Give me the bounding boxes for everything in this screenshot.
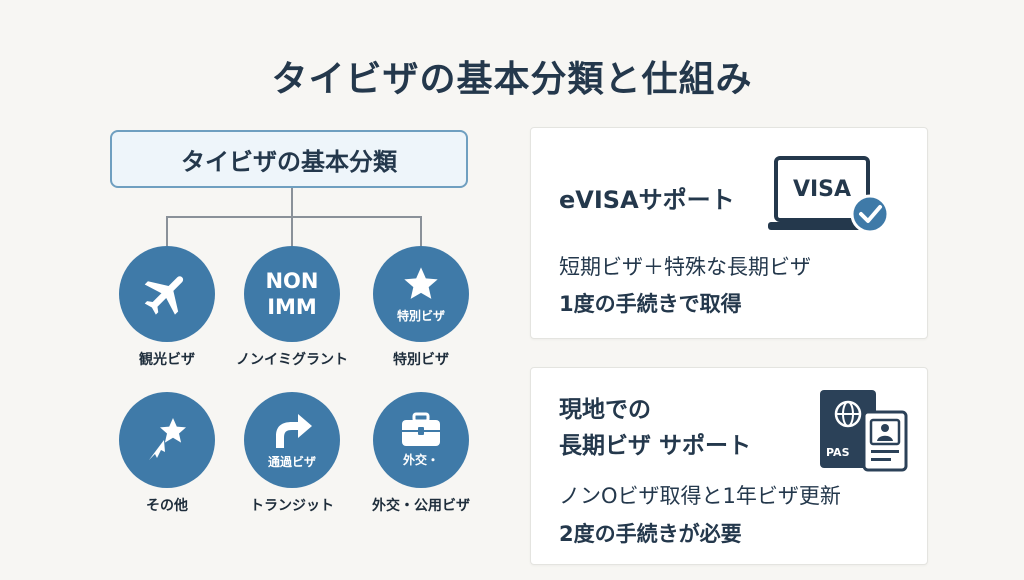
node-circle: 特別ビザ (373, 246, 469, 342)
icon-caption: 特別ビザ (396, 309, 445, 323)
card-title: eVISAサポート (559, 186, 735, 214)
node-tourist-visa: 観光ビザ (97, 246, 237, 369)
root-category-box: タイビザの基本分類 (110, 130, 468, 188)
card-title-line-2: 長期ビザ サポート (559, 433, 752, 459)
node-circle: NON IMM (244, 246, 340, 342)
node-label: その他 (146, 498, 188, 514)
card-line-1: ノンOビザ取得と1年ビザ更新 (559, 484, 841, 508)
airplane-icon (144, 276, 184, 315)
arrow-turn-icon (276, 414, 312, 448)
node-circle (119, 392, 215, 488)
non-imm-text: NON IMM (265, 269, 319, 319)
card-line-2: 1度の手続きで取得 (559, 292, 742, 316)
node-transit: 通過ビザ トランジット (222, 392, 362, 515)
node-label: 特別ビザ (393, 352, 449, 368)
node-other: その他 (97, 392, 237, 515)
card-title-line-1: 現地での (559, 397, 651, 423)
passport-icon: PAS (820, 390, 908, 472)
node-circle: 通過ビザ (244, 392, 340, 488)
shooting-star-icon (149, 418, 186, 460)
card-line-1: 短期ビザ＋特殊な長期ビザ (559, 255, 811, 279)
node-label: 観光ビザ (139, 352, 195, 368)
node-circle (119, 246, 215, 342)
node-label: 外交・公用ビザ (372, 498, 470, 514)
passport-text: PAS (826, 446, 850, 459)
node-non-immigrant: NON IMM ノンイミグラント (222, 246, 362, 369)
laptop-visa-icon: VISA (768, 156, 890, 234)
icon-caption: 通過ビザ (267, 455, 316, 469)
node-label: トランジット (250, 498, 334, 514)
card-line-2: 2度の手続きが必要 (559, 522, 742, 546)
tree-connectors (166, 188, 422, 246)
laptop-screen-text: VISA (793, 177, 851, 202)
classification-tree: タイビザの基本分類 観光ビザ NON IMM ノンイミグラント 特別ビザ 特別ビ… (97, 130, 491, 515)
evisa-support-card: eVISAサポート VISA 短期ビザ＋特殊な長期ビザ 1度の手続きで取得 (530, 127, 928, 339)
briefcase-icon (402, 412, 440, 446)
node-special-visa: 特別ビザ 特別ビザ (351, 246, 491, 369)
main-title: タイビザの基本分類と仕組み (271, 59, 753, 100)
icon-caption: 外交・ (402, 453, 439, 467)
card-title: 現地での 長期ビザ サポート (559, 392, 751, 464)
node-circle: 外交・ (373, 392, 469, 488)
node-diplomatic-visa: 外交・ 外交・公用ビザ (351, 392, 491, 515)
star-icon (404, 267, 438, 299)
node-label: ノンイミグラント (236, 352, 348, 368)
local-long-term-visa-card: 現地での 長期ビザ サポート PAS ノンOビザ取得と1年ビザ更新 2度の手続き… (530, 367, 928, 565)
